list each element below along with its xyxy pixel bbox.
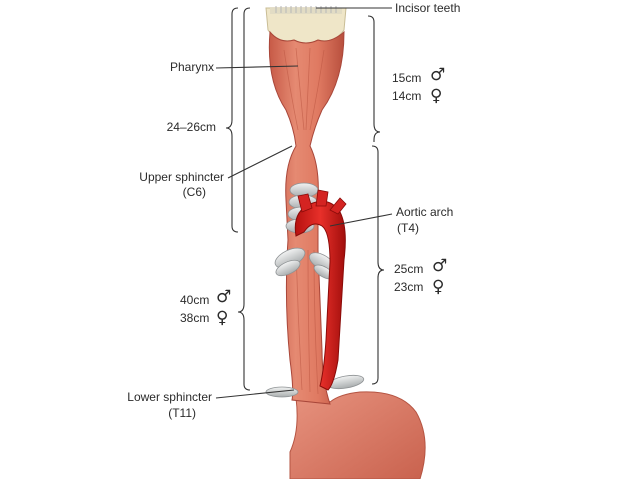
male-icon: ♂ xyxy=(430,65,446,85)
incisor-teeth-illustration xyxy=(265,6,347,44)
label-upper-sphincter-level: (C6) xyxy=(182,185,206,199)
label-aortic-arch: Aortic arch xyxy=(396,205,454,219)
measurement-middle-male: 25cm xyxy=(394,262,424,276)
female-icon: ♀ xyxy=(430,86,443,106)
female-icon: ♀ xyxy=(432,277,445,297)
leader-aortic-arch xyxy=(329,213,393,227)
bracket-middle-right xyxy=(371,145,385,385)
male-icon: ♂ xyxy=(432,256,448,276)
measurement-total-female: 38cm xyxy=(180,311,210,325)
label-incisor-teeth: Incisor teeth xyxy=(395,1,461,15)
measurement-upper-male: 15cm xyxy=(392,71,422,85)
measurement-brackets xyxy=(225,7,385,391)
label-pharynx: Pharynx xyxy=(169,60,214,74)
label-aortic-arch-level: (T4) xyxy=(397,221,419,235)
leader-pharynx xyxy=(215,65,299,69)
leader-lines xyxy=(215,7,393,399)
measurement-total-male: 40cm xyxy=(180,293,210,307)
label-upper-sphincter: Upper sphincter xyxy=(139,170,224,184)
bracket-total-left xyxy=(237,7,251,391)
bracket-upper-left xyxy=(225,7,239,233)
measurement-upper-female: 14cm xyxy=(392,89,422,103)
label-lower-sphincter: Lower sphincter xyxy=(127,390,212,404)
leader-upper-sphincter xyxy=(227,145,293,179)
female-icon: ♀ xyxy=(216,308,229,328)
label-lower-sphincter-level: (T11) xyxy=(168,406,196,420)
bracket-upper-right xyxy=(367,15,381,142)
label-length-24-26: 24–26cm xyxy=(166,120,216,134)
male-icon: ♂ xyxy=(216,287,232,307)
aortic-arch-illustration xyxy=(294,189,347,391)
leader-lower-sphincter xyxy=(215,389,295,399)
measurement-middle-female: 23cm xyxy=(394,280,424,294)
